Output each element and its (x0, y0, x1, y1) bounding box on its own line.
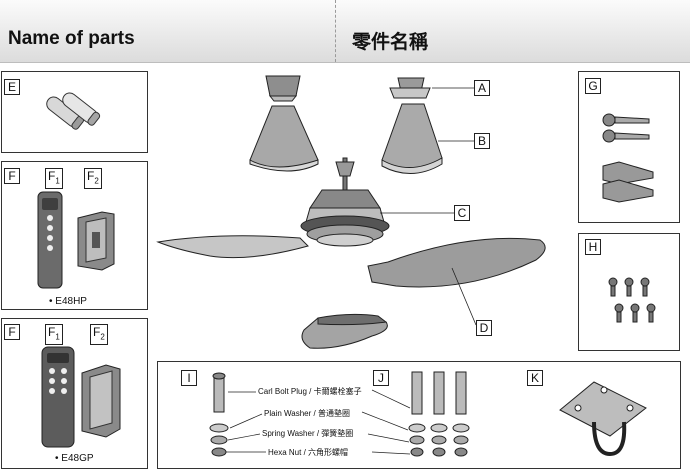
model-e48gp: • E48GP (55, 453, 94, 464)
panel-label-k: K (527, 370, 543, 386)
panel-label-f: F (4, 168, 20, 184)
remote-e48hp-illustration (37, 191, 115, 289)
bolt-washer-nut-illustration (209, 371, 647, 457)
panel-label-j: J (373, 370, 389, 386)
panel-e-batteries: E (1, 71, 148, 153)
panel-label-f: F (4, 324, 20, 340)
callout-b: B (474, 133, 490, 149)
screws-plugs-illustration (602, 113, 654, 203)
panel-label-e: E (4, 79, 20, 95)
panel-h-screws: H (578, 233, 680, 351)
title-chinese: 零件名稱 (352, 32, 429, 53)
panel-label-f1: F1 (45, 324, 63, 346)
panel-label-g: G (585, 78, 601, 94)
header-bar: Name of parts 零件名稱 (0, 0, 690, 63)
panel-hardware-i-j-k: I J K (157, 361, 681, 469)
title-english: Name of parts (8, 28, 135, 49)
remote-e48gp-illustration (41, 346, 121, 448)
panel-label-h: H (585, 239, 601, 255)
callout-a: A (474, 80, 490, 96)
panel-label-i: I (181, 370, 197, 386)
note-spring-washer: Spring Washer / 彈簧墊圈 (262, 429, 354, 438)
panel-label-f2: F2 (84, 168, 102, 190)
callout-c: C (454, 205, 470, 221)
note-hexa-nut: Hexa Nut / 六角形螺帽 (268, 448, 349, 457)
panel-f-remote-e48gp: F F1 F2 • E48GP (1, 318, 148, 469)
panel-f-remote-e48hp: F F1 F2 • E48HP (1, 161, 148, 310)
header-divider (335, 0, 336, 62)
panel-label-f2: F2 (90, 324, 108, 346)
note-plain-washer: Plain Washer / 普通墊圈 (264, 409, 350, 418)
panel-label-f1: F1 (45, 168, 63, 190)
callout-d: D (476, 320, 492, 336)
model-e48hp: • E48HP (49, 296, 87, 307)
panel-g-screws-plugs: G (578, 71, 680, 223)
small-screws-illustration (608, 277, 656, 323)
batteries-illustration (46, 92, 101, 130)
note-carl-bolt-plug: Carl Bolt Plug / 卡爾螺栓塞子 (258, 387, 362, 396)
